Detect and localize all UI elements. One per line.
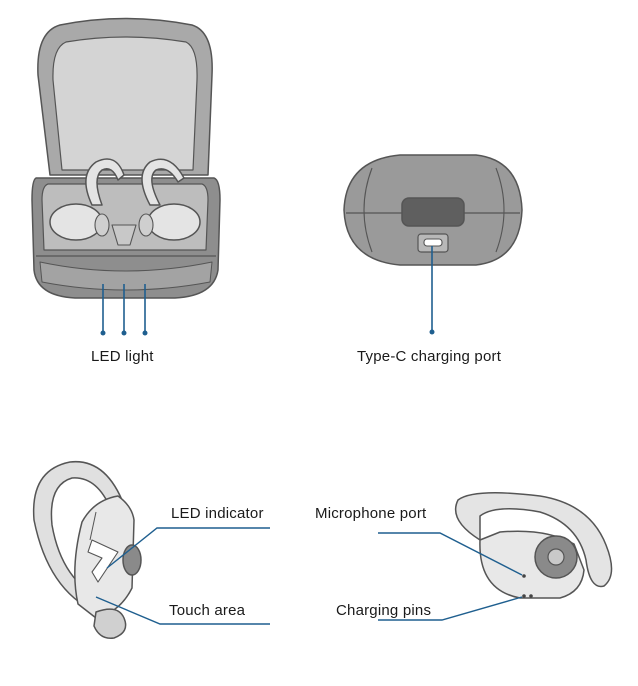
case-lid-inner <box>52 36 198 171</box>
type-c-port-label: Type-C charging port <box>357 348 502 365</box>
microphone-port-label: Microphone port <box>315 505 427 522</box>
type-c-port-opening <box>423 238 443 247</box>
led-light-leaders <box>102 284 146 332</box>
closed-charging-case <box>343 154 523 266</box>
microphone-port-hole <box>522 574 526 578</box>
case-earbud-hook-right <box>141 158 185 206</box>
microphone-port-leader <box>378 532 523 576</box>
earbud-inner-ear-hook <box>454 492 613 588</box>
case-base-front <box>39 261 213 291</box>
charging-pin-1 <box>522 594 526 598</box>
touch-area-label: Touch area <box>169 602 246 619</box>
case-earbud-left <box>49 203 103 241</box>
earbud-logo-mark <box>87 539 119 583</box>
charging-pins-leader <box>378 596 523 621</box>
earbud-side-view <box>32 460 142 639</box>
type-c-dot <box>429 329 435 335</box>
charging-pin-2 <box>529 594 533 598</box>
led-light-dot-2 <box>121 330 127 336</box>
led-indicator-leader <box>106 527 270 569</box>
earbud-inner-view <box>454 492 613 599</box>
open-charging-case <box>31 17 221 299</box>
earbud-speaker-nozzle <box>122 544 142 576</box>
led-light-label: LED light <box>91 348 154 365</box>
led-light-dot-3 <box>142 330 148 336</box>
led-light-dot-1 <box>100 330 106 336</box>
touch-area-leader <box>95 596 270 625</box>
case-earbud-hook-left <box>85 158 125 206</box>
case-earbud-right <box>147 203 201 241</box>
case-hinge-slot <box>401 197 465 227</box>
led-indicator-label: LED indicator <box>171 505 264 522</box>
earbud-tip-cover <box>93 608 127 639</box>
charging-pins-label: Charging pins <box>336 602 432 619</box>
